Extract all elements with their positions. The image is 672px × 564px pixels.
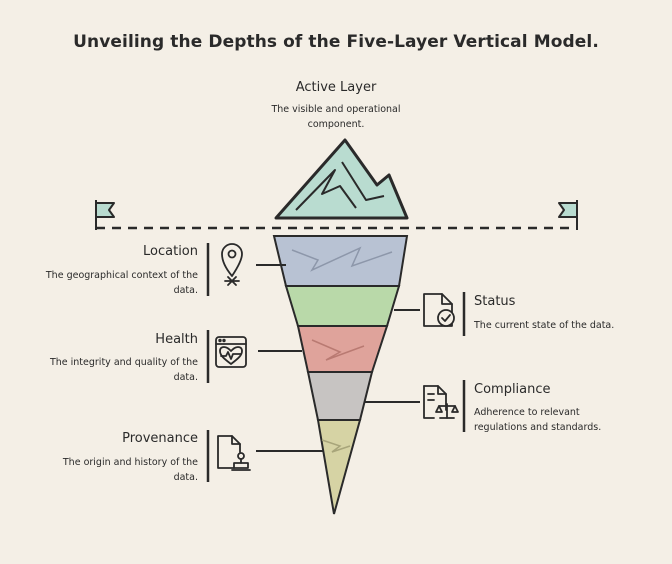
provenance-desc-line2: data. [173, 472, 198, 483]
layer-location-description: The geographical context of the data. [20, 268, 198, 298]
layer-compliance-description: Adherence to relevant regulations and st… [474, 405, 666, 435]
stamped-document-icon [217, 435, 251, 471]
layer-health-band [296, 325, 389, 373]
left-flag [95, 200, 115, 230]
iceberg-peak [274, 138, 409, 220]
health-desc-line1: The integrity and quality of the [49, 357, 198, 368]
compliance-desc-line1: Adherence to relevant [474, 407, 580, 418]
compliance-desc-line2: regulations and standards. [474, 422, 602, 433]
layer-compliance-band [306, 371, 374, 421]
status-desc-line1: The current state of the data. [474, 320, 615, 331]
location-desc-line2: data. [173, 285, 198, 296]
layer-status-description: The current state of the data. [474, 318, 666, 333]
active-desc-line1: The visible and operational [271, 104, 401, 115]
layer-location-band [272, 235, 409, 287]
health-desc-line2: data. [173, 372, 198, 383]
layer-location-name: Location [143, 244, 198, 259]
document-check-icon [423, 293, 455, 327]
layer-health-description: The integrity and quality of the data. [20, 355, 198, 385]
right-flag [558, 200, 578, 230]
diagram-title: Unveiling the Depths of the Five-Layer V… [73, 32, 599, 52]
active-desc-line2: component. [307, 119, 365, 130]
heart-window-icon [215, 336, 247, 368]
active-layer-name: Active Layer [295, 80, 377, 95]
location-pin-icon [221, 243, 243, 286]
provenance-desc-line1: The origin and history of the [62, 457, 198, 468]
legal-document-icon [423, 385, 459, 419]
layer-provenance-description: The origin and history of the data. [20, 455, 198, 485]
location-desc-line1: The geographical context of the [45, 270, 198, 281]
layer-status-name: Status [474, 294, 516, 309]
layer-compliance-name: Compliance [474, 382, 551, 397]
layer-provenance-band [316, 419, 362, 515]
active-layer-description: The visible and operational component. [236, 102, 436, 132]
layer-health-name: Health [155, 332, 198, 347]
layer-status-band [284, 285, 401, 327]
layer-provenance-name: Provenance [122, 431, 198, 446]
